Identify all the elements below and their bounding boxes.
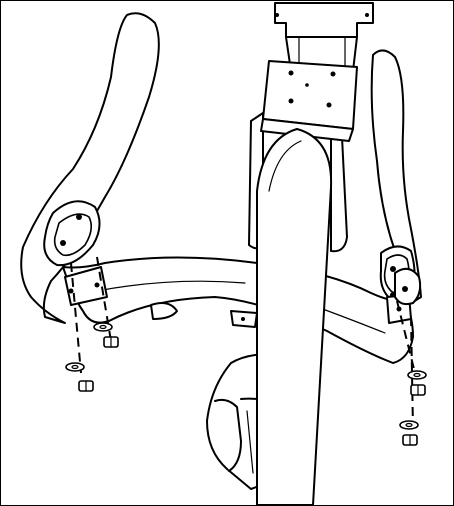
bolt xyxy=(104,337,118,347)
right-clamp xyxy=(395,269,420,304)
front-tube xyxy=(257,129,331,505)
bolt xyxy=(79,381,93,391)
bolt xyxy=(411,385,425,395)
washer xyxy=(400,421,418,429)
washer xyxy=(66,363,84,371)
bolt xyxy=(403,435,417,445)
console-mast-top xyxy=(275,3,373,71)
washer xyxy=(94,323,112,331)
mounting-plate xyxy=(261,61,357,141)
washer xyxy=(408,371,426,379)
handlebar-right-grip xyxy=(372,50,421,307)
